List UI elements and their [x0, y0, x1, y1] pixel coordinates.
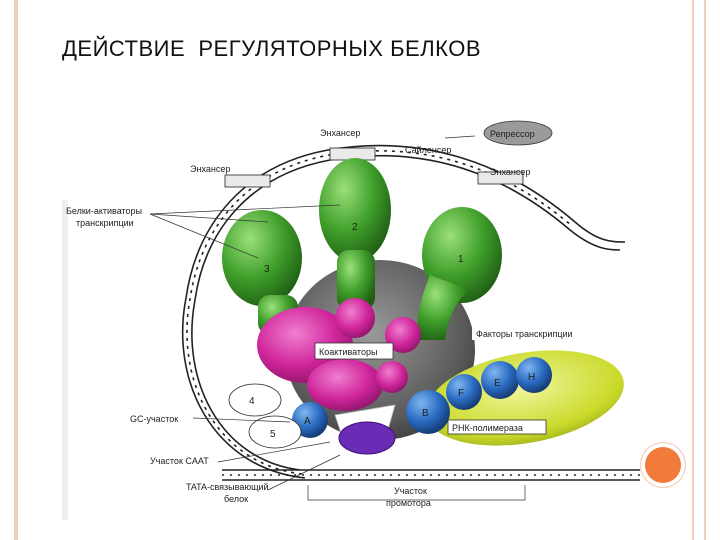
- factors-label-box: [472, 326, 592, 340]
- label-tata-line1: TATA-связывающий: [186, 482, 269, 492]
- site-4-oval: [228, 383, 282, 417]
- label-enhancer-right: Энхансер: [490, 167, 530, 177]
- label-rna-polymerase: РНК-полимераза: [452, 423, 523, 433]
- number-activator-2: 2: [352, 222, 358, 233]
- label-promoter-line1: Участок: [394, 486, 427, 496]
- label-silencer: Сайленсер: [405, 145, 451, 155]
- right-decor-line: [692, 0, 694, 540]
- rna-polymerase-label-box: [447, 419, 547, 435]
- decorative-orange-circle: [641, 443, 685, 487]
- activator-2: [319, 158, 391, 310]
- factor-e-label: E: [494, 378, 501, 389]
- site-5-oval: [248, 415, 302, 449]
- leader-lines: [149, 135, 526, 501]
- label-transcription-factors: Факторы транскрипции: [476, 329, 573, 339]
- right-decor-line-inner: [704, 0, 706, 540]
- dna-helix: [181, 144, 640, 481]
- factor-a-label: A: [304, 416, 311, 427]
- transcription-factors: [292, 357, 552, 438]
- label-repressor: Репрессор: [490, 129, 535, 139]
- coactivator-cluster: [257, 298, 421, 411]
- enhancer-strip-left: [224, 174, 271, 188]
- label-tata-line2: белок: [224, 494, 248, 504]
- label-coactivators: Коактиваторы: [319, 347, 377, 357]
- number-activator-1: 1: [458, 254, 464, 265]
- activator-1: [417, 207, 502, 340]
- label-activators-line1: Белки-активаторы: [66, 206, 142, 216]
- number-site-4: 4: [249, 396, 255, 407]
- scan-edge: [62, 200, 68, 520]
- number-activator-3: 3: [264, 264, 270, 275]
- factor-f-label: F: [458, 388, 464, 399]
- label-activators-line2: транскрипции: [76, 218, 134, 228]
- enhancer-strip-right: [477, 171, 524, 185]
- label-promoter-line2: промотора: [386, 498, 431, 508]
- left-decor-line: [14, 0, 18, 540]
- number-site-5: 5: [270, 429, 276, 440]
- tata-binding-protein: [338, 421, 396, 455]
- factor-b-label: B: [422, 408, 429, 419]
- slide-title: ДЕЙСТВИЕ РЕГУЛЯТОРНЫХ БЕЛКОВ: [62, 36, 481, 61]
- label-enhancer-top: Энхансер: [320, 128, 360, 138]
- repressor-blob: [483, 120, 553, 146]
- factor-h-label: H: [528, 372, 535, 383]
- label-gc-site: GC-участок: [130, 414, 178, 424]
- label-caat-site: Участок CAAT: [150, 456, 209, 466]
- coactivators-label-box: [314, 342, 394, 360]
- label-enhancer-left: Энхансер: [190, 164, 230, 174]
